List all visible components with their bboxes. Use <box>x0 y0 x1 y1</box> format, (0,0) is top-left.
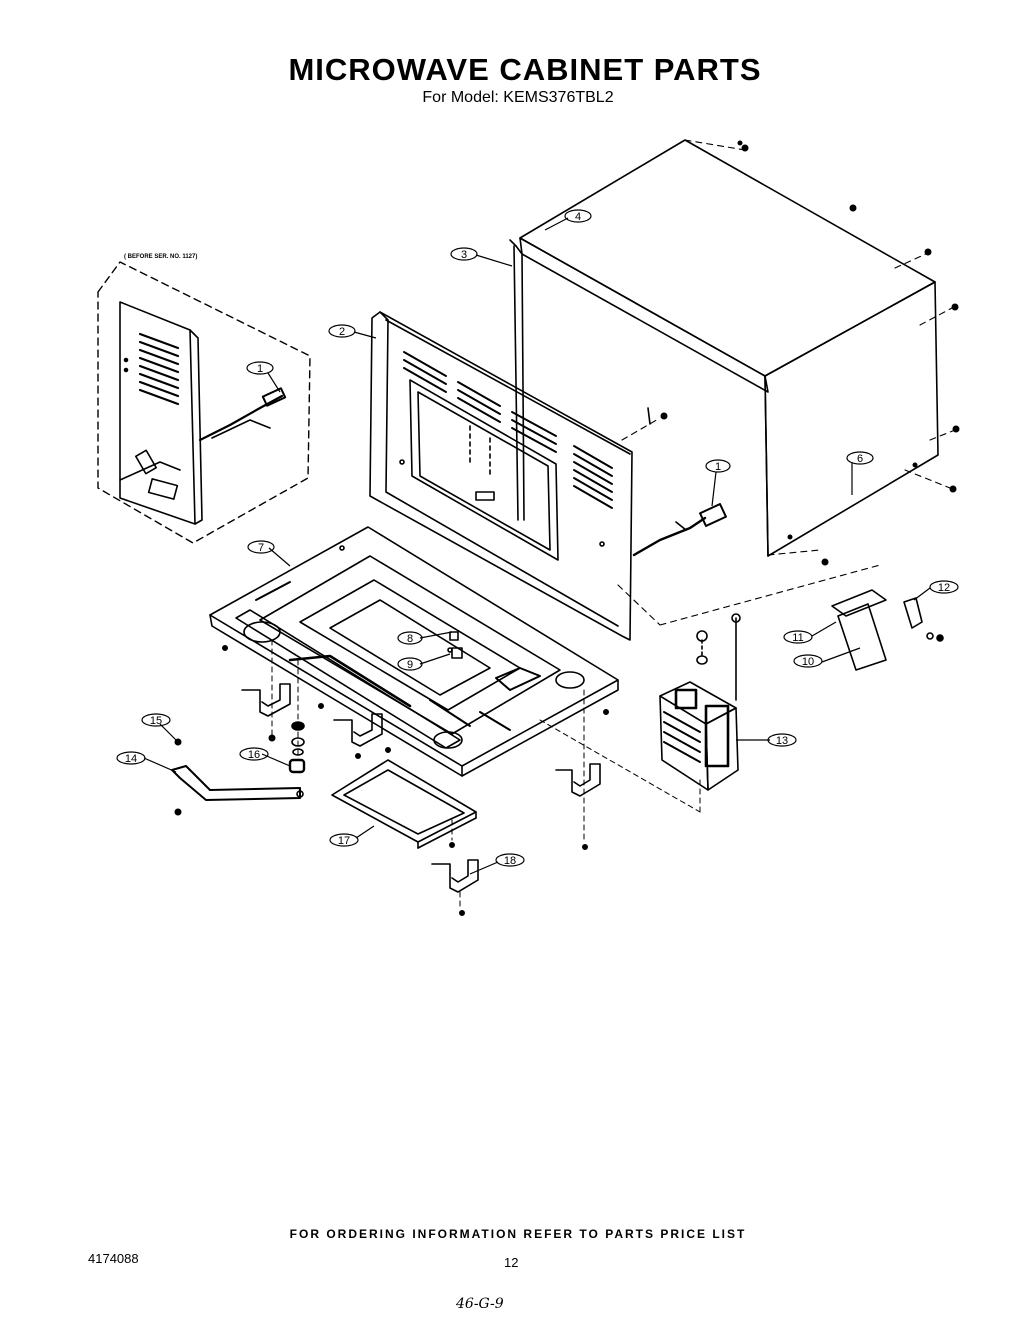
callout-6: 6 <box>857 453 863 465</box>
cover-plate <box>331 759 477 849</box>
handwritten-note: 46-G-9 <box>456 1296 504 1312</box>
callout-18: 18 <box>504 855 516 867</box>
callout-3: 3 <box>461 249 467 261</box>
base-plate <box>209 526 619 777</box>
inset-panel <box>97 261 311 544</box>
callout-10: 10 <box>802 656 814 668</box>
callout-7: 7 <box>258 542 264 554</box>
callout-15: 15 <box>150 715 162 727</box>
callout-2: 2 <box>339 326 345 338</box>
callout-14: 14 <box>125 753 137 765</box>
transformer <box>659 681 739 791</box>
power-cord <box>632 503 727 557</box>
callout-1-inset: 1 <box>257 363 263 375</box>
callout-16: 16 <box>248 749 260 761</box>
callout-11: 11 <box>792 632 803 644</box>
support-bar <box>171 765 304 801</box>
document-number: 4174088 <box>88 1251 139 1266</box>
callout-1: 1 <box>715 461 721 473</box>
callout-4: 4 <box>575 211 581 223</box>
page-number: 12 <box>504 1255 519 1270</box>
callout-9: 9 <box>407 659 413 671</box>
callout-13: 13 <box>776 735 788 747</box>
model-subtitle: For Model: KEMS376TBL2 <box>422 89 614 106</box>
grommet-stack <box>288 721 306 774</box>
callout-8: 8 <box>407 633 413 645</box>
inset-note: ( BEFORE SER. NO. 1127) <box>124 254 197 260</box>
cabinet-wrapper <box>509 139 960 626</box>
label-bracket <box>831 589 944 671</box>
callout-17: 17 <box>338 835 350 847</box>
page-title: MICROWAVE CABINET PARTS <box>288 52 762 87</box>
callout-12: 12 <box>938 582 950 594</box>
back-panel <box>369 311 633 641</box>
ordering-note: FOR ORDERING INFORMATION REFER TO PARTS … <box>289 1227 747 1241</box>
callouts: 1 1 2 3 4 6 7 8 9 10 11 12 13 14 15 16 1… <box>116 209 959 875</box>
